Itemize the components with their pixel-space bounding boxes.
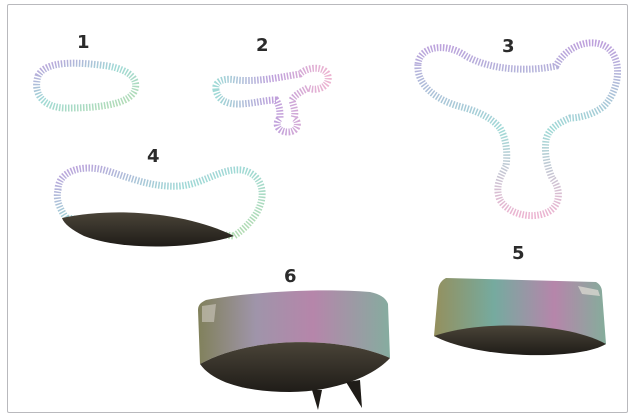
shape-5 (434, 278, 606, 355)
shape-3 (418, 43, 618, 216)
label-2: 2 (256, 35, 269, 56)
shape-2 (216, 68, 328, 132)
label-1: 1 (77, 32, 90, 53)
label-4: 4 (147, 146, 160, 167)
label-3: 3 (502, 36, 515, 57)
shape-6-leg-right (346, 380, 362, 408)
shape-6 (198, 290, 390, 410)
label-5: 5 (512, 243, 525, 264)
shape-1 (37, 63, 136, 108)
shape-6-leg-left (312, 390, 322, 410)
shape-4 (57, 168, 262, 246)
label-6: 6 (284, 266, 297, 287)
